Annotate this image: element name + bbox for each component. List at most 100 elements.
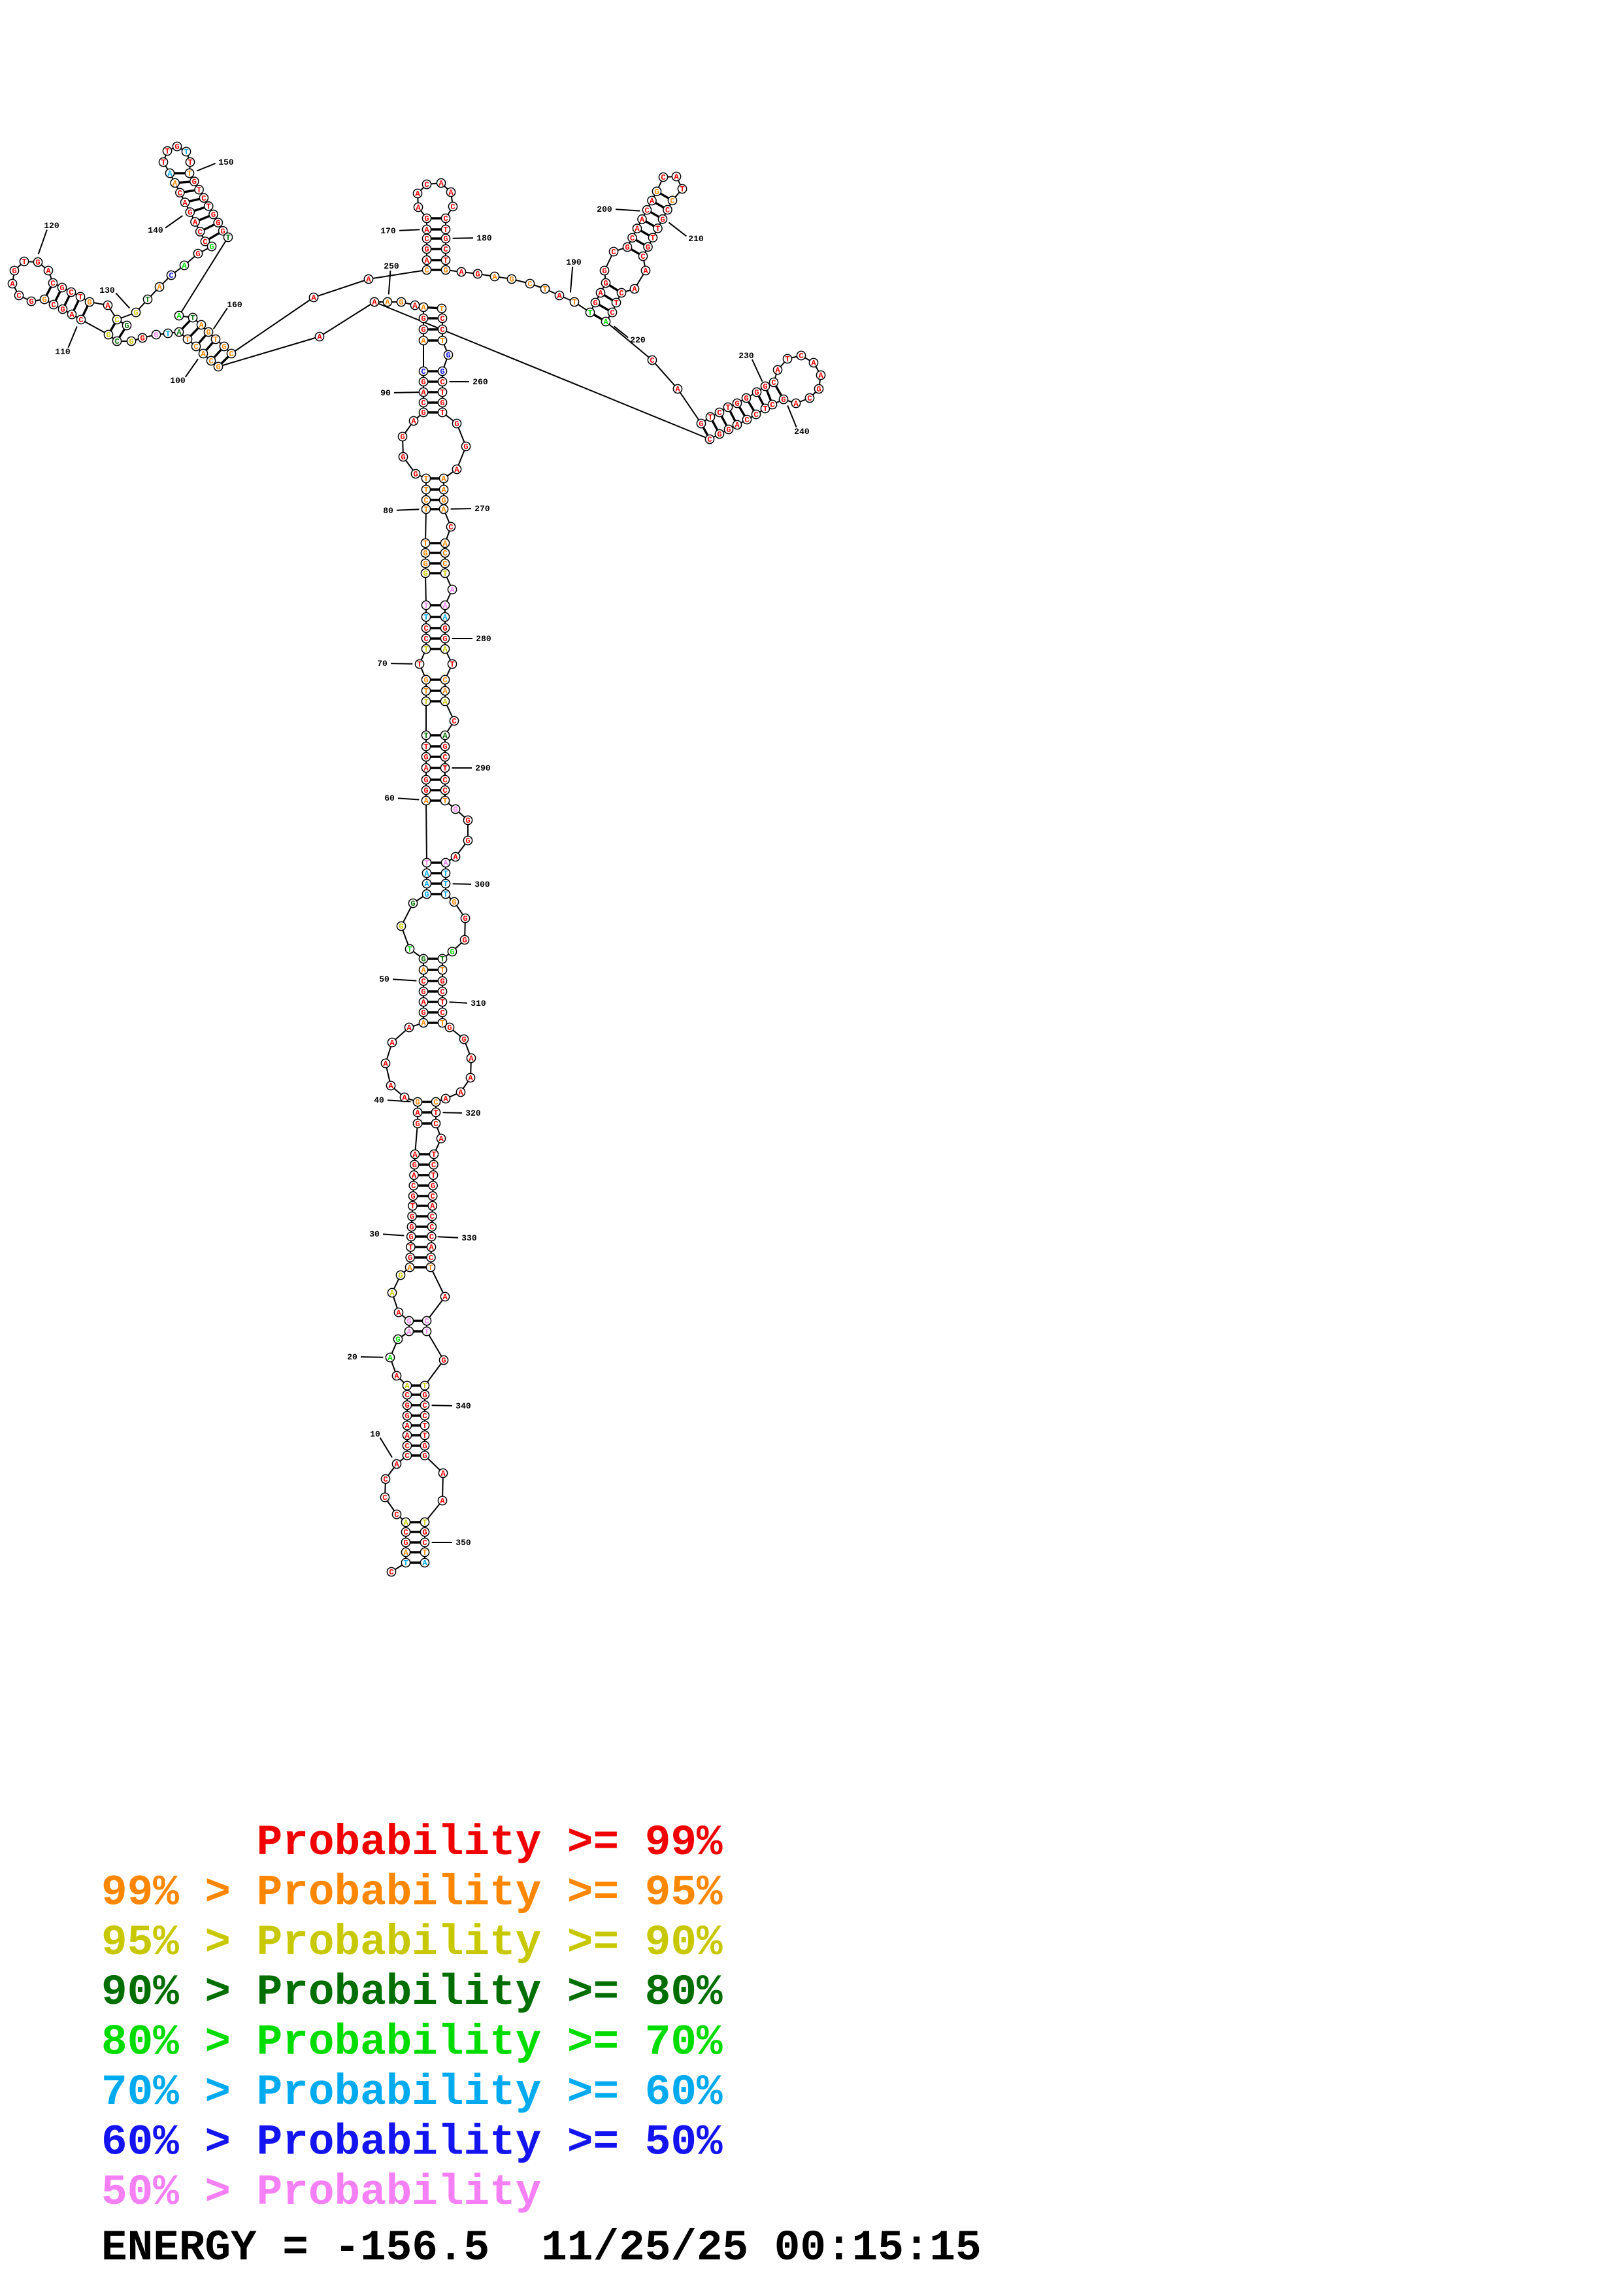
svg-text:G: G — [422, 1528, 427, 1537]
svg-text:G: G — [452, 898, 456, 907]
svg-text:100: 100 — [170, 376, 186, 386]
svg-text:C: C — [430, 1212, 435, 1222]
svg-text:G: G — [421, 378, 425, 387]
svg-text:G: G — [12, 267, 16, 276]
svg-text:G: G — [450, 948, 454, 957]
svg-text:T: T — [423, 539, 427, 548]
svg-text:A: A — [424, 225, 429, 235]
svg-text:T: T — [187, 169, 191, 178]
svg-text:T: T — [708, 413, 712, 422]
svg-text:80% > Probability >= 70%: 80% > Probability >= 70% — [101, 2018, 723, 2067]
svg-text:G: G — [29, 297, 33, 307]
svg-text:280: 280 — [476, 634, 491, 644]
svg-text:G: G — [442, 742, 447, 752]
svg-text:C: C — [421, 399, 425, 408]
svg-text:T: T — [422, 1422, 427, 1431]
svg-text:T: T — [680, 185, 684, 194]
svg-text:G: G — [625, 243, 629, 252]
svg-text:G: G — [453, 805, 457, 814]
svg-text:T: T — [423, 645, 428, 654]
svg-text:A: A — [775, 366, 780, 375]
svg-text:A: A — [173, 179, 178, 188]
svg-text:G: G — [422, 1391, 427, 1400]
svg-text:T: T — [542, 285, 547, 294]
svg-text:C: C — [51, 301, 56, 310]
svg-text:T: T — [440, 998, 444, 1007]
svg-text:C: C — [424, 266, 429, 275]
svg-text:C: C — [527, 280, 532, 289]
svg-text:T: T — [443, 880, 448, 889]
svg-text:C: C — [433, 1120, 438, 1129]
svg-text:C: C — [178, 189, 182, 198]
svg-text:G: G — [106, 331, 110, 340]
svg-text:C: C — [442, 776, 447, 785]
svg-text:G: G — [781, 395, 785, 405]
svg-text:C: C — [422, 1539, 427, 1548]
svg-text:130: 130 — [99, 286, 115, 295]
svg-text:G: G — [440, 399, 444, 408]
svg-text:A: A — [402, 1093, 407, 1103]
svg-text:C: C — [799, 352, 803, 361]
svg-text:C: C — [442, 753, 447, 762]
svg-text:G: G — [441, 1356, 446, 1365]
svg-text:T: T — [423, 687, 428, 696]
svg-text:T: T — [422, 1431, 427, 1440]
svg-text:A: A — [441, 505, 446, 514]
svg-text:T: T — [431, 1150, 436, 1159]
svg-text:C: C — [450, 203, 455, 212]
svg-text:110: 110 — [55, 347, 71, 357]
svg-text:A: A — [405, 1422, 410, 1431]
svg-text:A: A — [372, 298, 377, 307]
svg-text:G: G — [412, 1161, 417, 1170]
svg-text:G: G — [399, 922, 403, 931]
svg-text:C: C — [169, 271, 173, 280]
svg-text:C: C — [753, 410, 758, 420]
svg-text:A: A — [317, 333, 322, 342]
svg-text:A: A — [441, 486, 446, 495]
svg-text:A: A — [438, 179, 444, 188]
svg-text:G: G — [699, 420, 703, 429]
svg-text:T: T — [424, 859, 429, 868]
svg-text:G: G — [660, 215, 665, 224]
svg-text:T: T — [407, 945, 412, 954]
svg-text:A: A — [69, 310, 74, 320]
svg-text:A: A — [423, 764, 429, 773]
svg-text:G: G — [395, 1335, 400, 1344]
svg-text:60% > Probability >= 50%: 60% > Probability >= 50% — [101, 2118, 723, 2167]
svg-text:A: A — [421, 966, 426, 975]
svg-text:T: T — [442, 797, 447, 806]
svg-text:90% > Probability >= 80%: 90% > Probability >= 80% — [101, 1968, 723, 2017]
svg-text:C: C — [670, 197, 674, 206]
svg-text:A: A — [394, 1460, 399, 1469]
svg-text:A: A — [388, 1354, 393, 1363]
svg-text:A: A — [441, 474, 446, 484]
svg-text:C: C — [114, 337, 119, 346]
svg-text:C: C — [452, 717, 456, 726]
svg-text:G: G — [441, 496, 446, 505]
svg-text:A: A — [459, 268, 464, 277]
svg-text:G: G — [409, 1233, 414, 1242]
svg-text:99% > Probability >= 95%: 99% > Probability >= 95% — [101, 1868, 723, 1917]
svg-text:C: C — [630, 234, 635, 243]
svg-text:350: 350 — [455, 1538, 471, 1548]
svg-text:220: 220 — [630, 335, 646, 345]
svg-text:A: A — [412, 301, 418, 310]
svg-text:T: T — [440, 955, 444, 964]
svg-text:A: A — [421, 388, 426, 397]
svg-text:Probability >= 99%: Probability >= 99% — [101, 1818, 723, 1867]
svg-text:10: 10 — [370, 1429, 380, 1439]
svg-text:C: C — [448, 523, 453, 532]
svg-text:G: G — [188, 208, 192, 218]
svg-text:G: G — [415, 1098, 420, 1107]
svg-text:G: G — [602, 267, 606, 276]
svg-text:300: 300 — [474, 880, 490, 890]
svg-text:A: A — [440, 1469, 446, 1478]
svg-text:G: G — [42, 295, 46, 305]
svg-text:G: G — [431, 1182, 435, 1191]
svg-text:C: C — [201, 194, 206, 203]
svg-text:A: A — [46, 267, 51, 276]
svg-text:T: T — [650, 234, 655, 243]
svg-text:G: G — [220, 227, 225, 236]
svg-text:50% > Probability: 50% > Probability — [101, 2168, 541, 2217]
svg-text:330: 330 — [461, 1233, 477, 1243]
